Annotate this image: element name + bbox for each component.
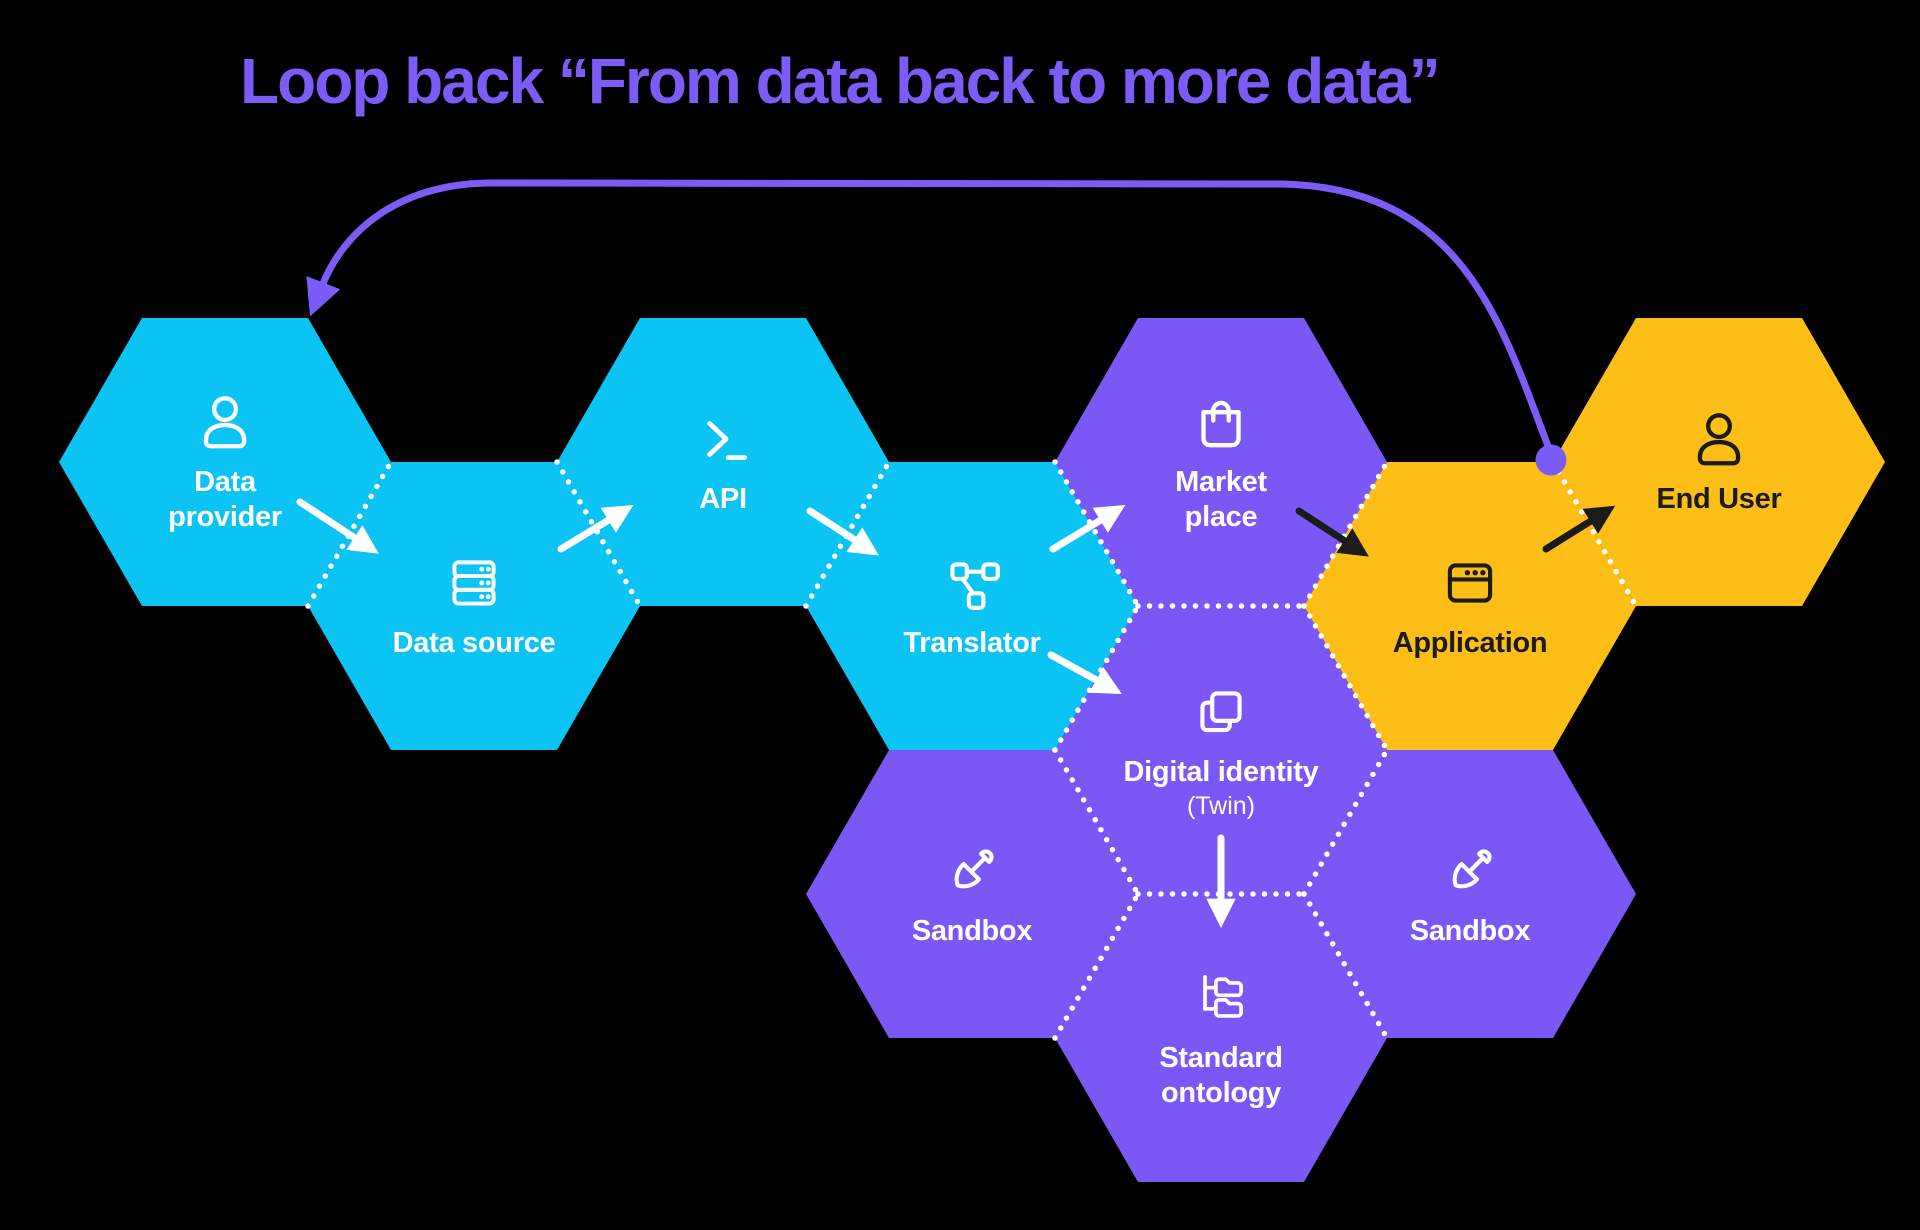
hexagon-label: Data source — [392, 627, 556, 660]
hexagon-label: End User — [1656, 483, 1782, 516]
hexagon-label: Standard ontology — [1159, 1041, 1283, 1109]
loop-back-arrow — [306, 179, 1567, 476]
shopping-bag-icon — [1201, 400, 1241, 447]
person-icon — [203, 395, 247, 449]
terminal-icon — [707, 421, 748, 461]
copy-icon — [1200, 691, 1242, 733]
hexagon-label: API — [699, 483, 747, 516]
hexagon-label: Application — [1392, 627, 1548, 660]
shovel-icon — [1452, 849, 1492, 889]
server-icon — [452, 560, 496, 606]
folder-tree-icon — [1203, 974, 1243, 1018]
hexagon-label: Data provider — [168, 465, 282, 533]
hexagon-label: Digital identity — [1123, 756, 1319, 789]
hexagon-label: Translator — [903, 627, 1041, 660]
hexagon-label: Market place — [1175, 465, 1267, 533]
hexagon-sublabel: (Twin) — [1186, 791, 1256, 820]
hexagon-label: Sandbox — [1409, 915, 1531, 948]
hexagon-label: Sandbox — [911, 915, 1033, 948]
loop-arrow-path — [306, 179, 1552, 450]
person-icon — [1697, 413, 1741, 466]
diagram-title: Loop back “From data back to more data” — [240, 45, 1441, 117]
shovel-icon — [954, 849, 994, 889]
browser-icon — [1447, 563, 1493, 603]
network-nodes-icon — [950, 562, 1000, 611]
